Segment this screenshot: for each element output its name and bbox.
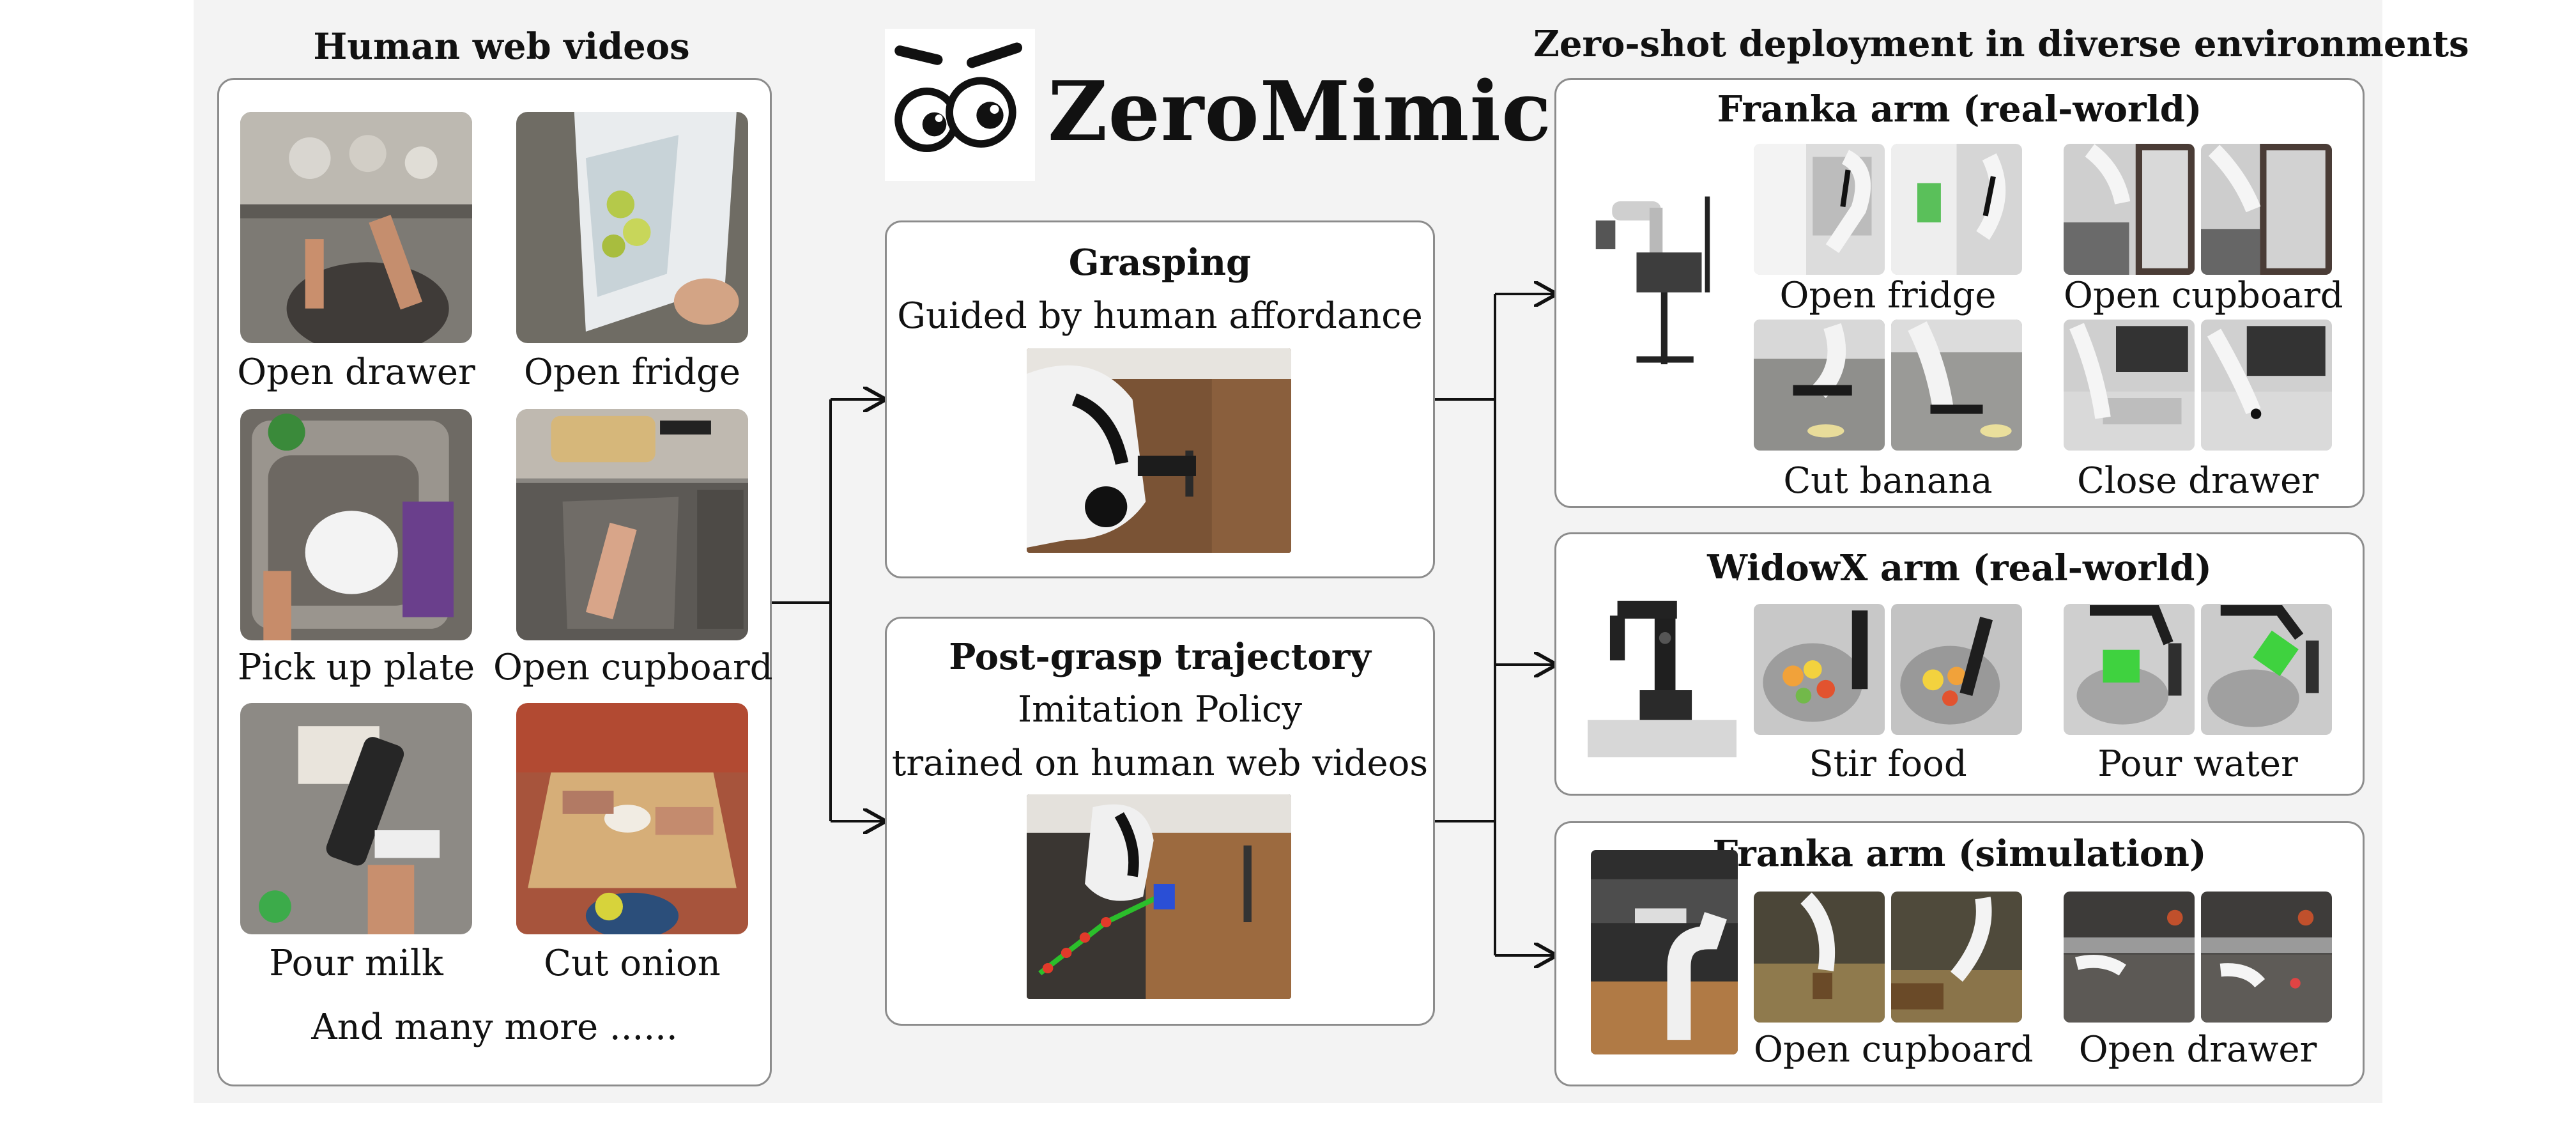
post-grasp-line2: trained on human web videos — [891, 743, 1429, 784]
sim-task-open-cupboard: Open cupboard — [1754, 1029, 2034, 1070]
franka-task-close-drawer: Close drawer — [2077, 460, 2319, 502]
sim-task-open-drawer: Open drawer — [2078, 1029, 2317, 1070]
widowx-title: WidowX arm (real-world) — [1707, 547, 2212, 589]
video-thumb-open-fridge — [516, 112, 748, 343]
task-label-cut-onion: Cut onion — [544, 943, 721, 984]
task-label-pick-up-plate: Pick up plate — [237, 647, 475, 688]
sim-open-drawer-image-2 — [2201, 892, 2332, 1023]
franka-task-cut-banana: Cut banana — [1783, 460, 1993, 502]
post-grasp-title: Post-grasp trajectory — [949, 636, 1371, 678]
post-grasp-line1: Imitation Policy — [1018, 689, 1302, 730]
franka-task-open-fridge: Open fridge — [1779, 275, 1997, 316]
logo-wordmark: ZeroMimic — [1048, 64, 1552, 160]
franka-close-drawer-image-1 — [2064, 320, 2195, 451]
widowx-stir-food-image-2 — [1891, 604, 2022, 735]
human-videos-title: Human web videos — [313, 26, 690, 68]
grasping-image — [1027, 348, 1291, 553]
and-many-more-label: And many more ...... — [311, 1007, 678, 1048]
deployment-title: Zero-shot deployment in diverse environm… — [1533, 23, 2469, 65]
video-thumb-cut-onion — [516, 703, 748, 934]
sim-open-cupboard-image-2 — [1891, 892, 2022, 1023]
widowx-stir-food-image-1 — [1754, 604, 1885, 735]
franka-robot-image — [1588, 189, 1751, 380]
task-label-open-fridge: Open fridge — [523, 351, 740, 393]
post-grasp-trajectory-image — [1027, 794, 1291, 999]
franka-task-open-cupboard: Open cupboard — [2064, 275, 2343, 316]
widowx-robot-image — [1588, 578, 1736, 757]
franka-open-cupboard-image-2 — [2201, 144, 2332, 275]
franka-sim-title: Franka arm (simulation) — [1712, 833, 2207, 875]
widowx-task-pour-water: Pour water — [2097, 743, 2298, 785]
video-thumb-open-drawer — [240, 112, 472, 343]
grasping-subtitle: Guided by human affordance — [897, 295, 1423, 337]
task-label-pour-milk: Pour milk — [269, 943, 443, 984]
franka-sim-robot-image — [1591, 850, 1738, 1054]
franka-open-cupboard-image-1 — [2064, 144, 2195, 275]
video-thumb-pick-up-plate — [240, 409, 472, 640]
widowx-pour-water-image-1 — [2064, 604, 2195, 735]
grasping-title: Grasping — [1068, 242, 1252, 284]
franka-cut-banana-image-1 — [1754, 320, 1885, 451]
video-thumb-pour-milk — [240, 703, 472, 934]
widowx-pour-water-image-2 — [2201, 604, 2332, 735]
franka-close-drawer-image-2 — [2201, 320, 2332, 451]
sim-open-cupboard-image-1 — [1754, 892, 1885, 1023]
sim-open-drawer-image-1 — [2064, 892, 2195, 1023]
task-label-open-cupboard: Open cupboard — [493, 647, 773, 688]
googly-eyes-icon — [885, 29, 1035, 181]
widowx-task-stir-food: Stir food — [1809, 743, 1967, 785]
franka-open-fridge-image-2 — [1891, 144, 2022, 275]
franka-cut-banana-image-2 — [1891, 320, 2022, 451]
task-label-open-drawer: Open drawer — [237, 351, 475, 393]
franka-real-title: Franka arm (real-world) — [1717, 88, 2202, 130]
video-thumb-open-cupboard — [516, 409, 748, 640]
franka-open-fridge-image-1 — [1754, 144, 1885, 275]
